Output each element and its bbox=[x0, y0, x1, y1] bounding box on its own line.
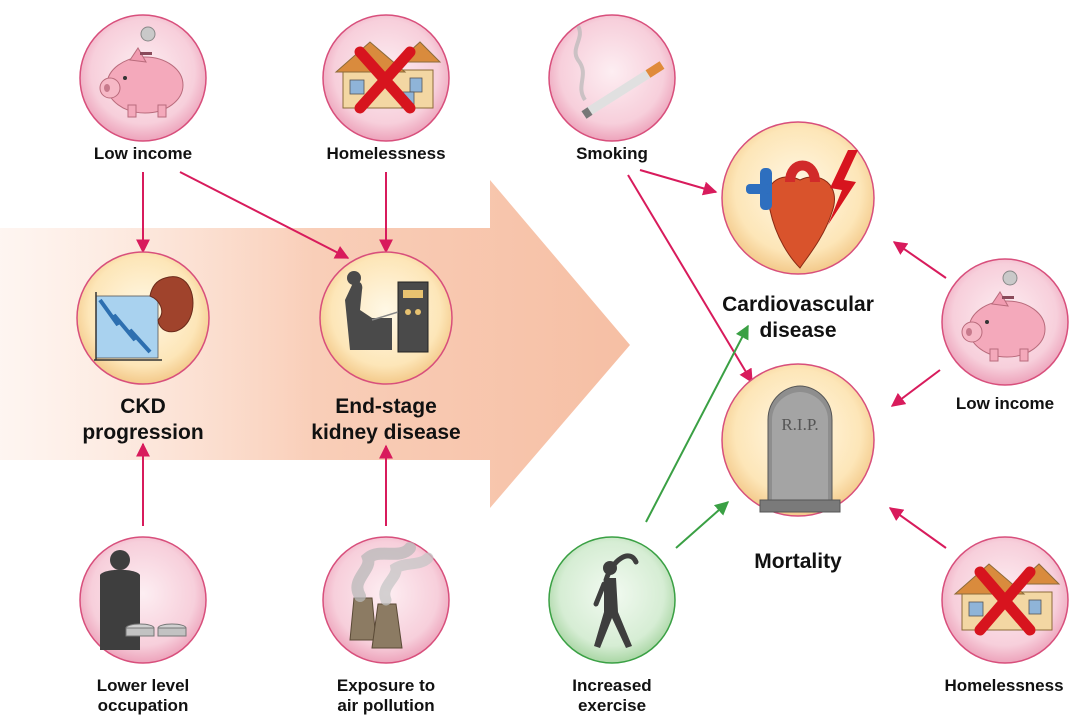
node-homelessness-top bbox=[322, 14, 450, 142]
label-exercise-line2: exercise bbox=[577, 696, 647, 716]
tombstone-text: R.I.P. bbox=[781, 415, 818, 434]
label-low-income-top: Low income bbox=[93, 144, 193, 163]
factory-smoke-icon bbox=[349, 542, 434, 649]
node-air-pollution bbox=[322, 536, 450, 664]
arrow-income-to-cvd bbox=[892, 241, 947, 279]
label-pollution-line2: air pollution bbox=[337, 696, 435, 716]
label-exercise: Increased exercise bbox=[542, 676, 682, 717]
dialysis-icon bbox=[345, 271, 429, 353]
arrow-income-to-eskd bbox=[179, 171, 350, 259]
node-mortality: R.I.P. bbox=[721, 363, 875, 517]
node-low-income-top bbox=[79, 14, 207, 142]
label-cvd: Cardiovascular disease bbox=[708, 292, 888, 345]
worker-coins-icon bbox=[100, 550, 187, 650]
node-homelessness-right bbox=[941, 536, 1069, 664]
label-homelessness-top: Homelessness bbox=[326, 144, 446, 163]
label-low-income-right: Low income bbox=[955, 394, 1055, 413]
label-ckd-line1: CKD bbox=[120, 395, 166, 418]
cigarette-icon bbox=[573, 24, 665, 119]
label-ckd-line2: progression bbox=[82, 421, 204, 445]
label-ckd-progression: CKD progression bbox=[63, 394, 223, 447]
label-cvd-line1: Cardiovascular bbox=[722, 293, 874, 316]
arrow-smoking-to-mortality bbox=[627, 174, 753, 384]
node-cvd bbox=[721, 121, 875, 275]
label-pollution-line1: Exposure to bbox=[336, 676, 436, 695]
kidney-chart-icon bbox=[94, 276, 194, 361]
node-occupation bbox=[79, 536, 207, 664]
node-exercise bbox=[548, 536, 676, 664]
node-eskd bbox=[319, 251, 453, 385]
label-homelessness-right: Homelessness bbox=[944, 676, 1064, 695]
label-occupation: Lower level occupation bbox=[63, 676, 223, 717]
label-eskd-line2: kidney disease bbox=[311, 421, 461, 445]
tombstone-icon: R.I.P. bbox=[759, 385, 841, 513]
label-mortality: Mortality bbox=[754, 550, 842, 573]
risk-arrows bbox=[136, 169, 947, 549]
label-occupation-line2: occupation bbox=[97, 696, 189, 716]
arrow-income-to-mortality bbox=[890, 369, 941, 407]
protective-arrows bbox=[645, 324, 749, 549]
crossed-house-icon bbox=[953, 563, 1061, 636]
node-smoking bbox=[548, 14, 676, 142]
label-cvd-line2: disease bbox=[759, 319, 837, 343]
label-exercise-line1: Increased bbox=[572, 676, 652, 695]
label-eskd-line1: End-stage bbox=[335, 395, 437, 418]
piggy-bank-icon bbox=[961, 270, 1046, 362]
label-air-pollution: Exposure to air pollution bbox=[306, 676, 466, 717]
stretching-person-icon bbox=[593, 553, 639, 648]
arrow-smoking-to-cvd bbox=[639, 169, 718, 196]
arrow-homeless-to-mortality bbox=[888, 507, 947, 549]
label-smoking: Smoking bbox=[576, 144, 648, 163]
arrow-exercise-to-mortality bbox=[675, 501, 730, 549]
piggy-bank-icon bbox=[99, 26, 184, 118]
label-eskd: End-stage kidney disease bbox=[296, 394, 476, 447]
label-occupation-line1: Lower level bbox=[96, 676, 190, 695]
node-ckd-progression bbox=[76, 251, 210, 385]
arrow-exercise-to-cvd bbox=[645, 324, 749, 523]
crossed-house-icon bbox=[334, 41, 442, 114]
heart-lightning-icon bbox=[746, 150, 858, 269]
node-low-income-right bbox=[941, 258, 1069, 386]
